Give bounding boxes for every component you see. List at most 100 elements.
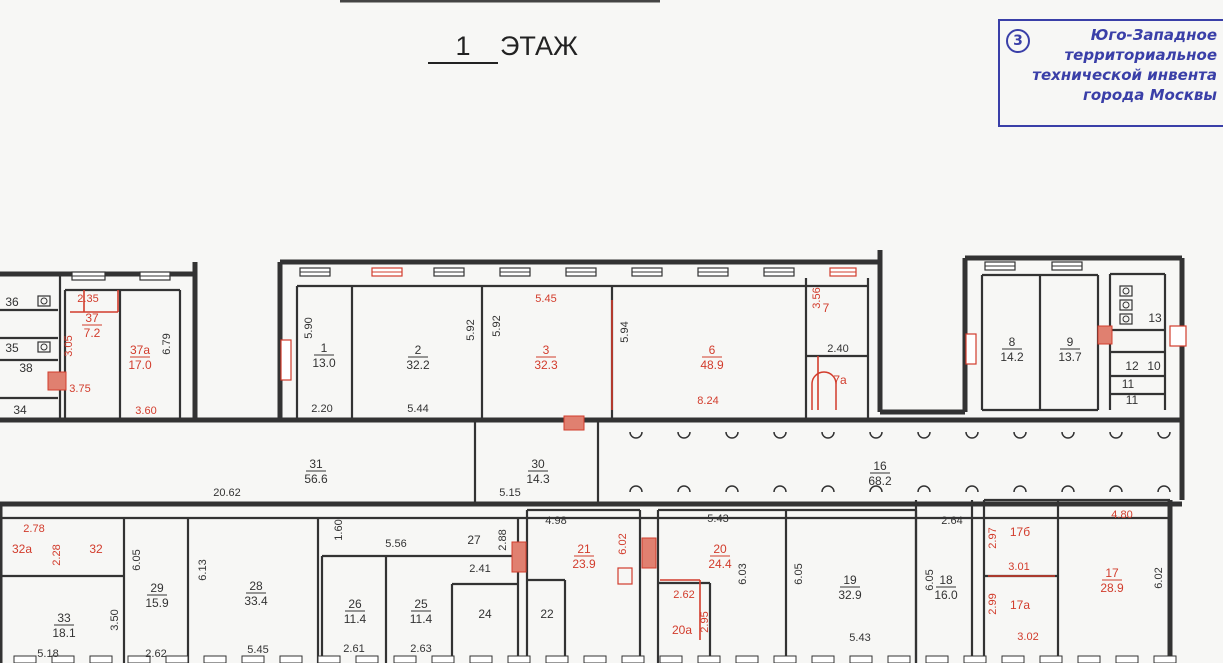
dimension-label: 5.56	[385, 538, 406, 550]
stamp-line-4: города Москвы	[1082, 86, 1217, 104]
dimension-label: 20.62	[213, 487, 241, 499]
dimension-label: 3.56	[811, 287, 823, 308]
dimension-label: 1.60	[333, 519, 345, 540]
room-number: 10	[1147, 359, 1161, 373]
bti-stamp: 3 Юго-Западное территориальное техническ…	[998, 19, 1223, 127]
radiator	[629, 485, 643, 493]
dimension-label: 2.97	[987, 527, 999, 548]
room-area: 11.4	[344, 612, 367, 626]
dimension-label: 6.13	[197, 559, 209, 580]
window	[1169, 325, 1187, 347]
room-number: 3	[543, 343, 550, 357]
room-number: 24	[478, 607, 492, 621]
dimension-label: 3.60	[135, 405, 156, 417]
dimension-label: 5.94	[619, 321, 631, 342]
toilet	[37, 341, 51, 353]
dimension-label: 4.98	[545, 515, 566, 527]
dimension-label: 3.05	[63, 335, 75, 356]
bathtub	[811, 371, 837, 410]
dimension-label: 5.92	[465, 319, 477, 340]
window	[659, 655, 683, 663]
room-number: 29	[150, 581, 164, 595]
window	[621, 655, 645, 663]
room-number: 20a	[672, 623, 692, 637]
sink	[617, 567, 633, 585]
window	[393, 655, 417, 663]
room-number: 17	[1105, 566, 1119, 580]
toilet	[1119, 285, 1133, 297]
room-number: 38	[19, 361, 33, 375]
dimension-label: 2.95	[699, 611, 711, 632]
room-number: 28	[249, 579, 263, 593]
room-area: 15.9	[145, 596, 169, 610]
window	[965, 333, 977, 365]
stamp-line-2: территориальное	[1064, 46, 1217, 64]
window	[241, 655, 265, 663]
radiator	[1157, 485, 1171, 493]
dimension-label: 2.62	[145, 648, 166, 660]
radiator	[1109, 485, 1123, 493]
column-hatch	[641, 537, 657, 569]
stamp-line-3: технической инвента	[1032, 66, 1217, 84]
radiator	[869, 431, 883, 439]
room-number: 37a	[130, 343, 150, 357]
room-labels: 36353834377.237a17.0113.0232.2332.3648.9…	[5, 295, 1162, 640]
window	[1039, 655, 1063, 663]
dimension-label: 2.62	[673, 589, 694, 601]
radiator	[965, 485, 979, 493]
radiator	[917, 431, 931, 439]
dimension-label: 5.92	[491, 315, 503, 336]
dimension-label: 2.35	[77, 293, 98, 305]
toilet-bowl	[1122, 315, 1130, 323]
room-number: 7	[823, 301, 830, 315]
room-number: 16	[873, 459, 887, 473]
dimension-label: 3.75	[69, 383, 90, 395]
room-area: 14.2	[1000, 350, 1024, 364]
window	[279, 655, 303, 663]
radiator	[821, 485, 835, 493]
room-number: 20	[713, 542, 727, 556]
window	[811, 655, 835, 663]
dimension-label: 2.61	[343, 643, 364, 655]
room-number: 19	[843, 573, 857, 587]
windows	[13, 261, 1187, 663]
dimension-label: 2.99	[987, 593, 999, 614]
dimension-label: 3.01	[1008, 561, 1029, 573]
window	[1001, 655, 1025, 663]
column-hatch	[563, 415, 585, 431]
room-number: 33	[57, 611, 71, 625]
radiator	[773, 485, 787, 493]
window	[127, 655, 151, 663]
room-number: 35	[5, 341, 19, 355]
room-number: 34	[13, 403, 27, 417]
window	[165, 655, 189, 663]
column-hatch	[511, 541, 527, 573]
dimension-label: 3.02	[1017, 631, 1038, 643]
dimension-label: 2.63	[410, 643, 431, 655]
room-number: 12	[1125, 359, 1139, 373]
room-area: 11.4	[410, 612, 433, 626]
room-area: 33.4	[244, 594, 268, 608]
window	[773, 655, 797, 663]
room-number: 13	[1148, 311, 1162, 325]
room-area: 32.2	[406, 358, 430, 372]
radiator	[1061, 485, 1075, 493]
radiator	[773, 431, 787, 439]
dimension-label: 5.44	[407, 403, 428, 415]
dimension-label: 2.28	[51, 544, 63, 565]
room-area: 7.2	[84, 326, 101, 340]
window	[203, 655, 227, 663]
stamp-line-1: Юго-Западное	[1090, 26, 1217, 44]
radiator	[1109, 431, 1123, 439]
room-number: 11	[1122, 377, 1135, 391]
radiator	[677, 431, 691, 439]
window	[13, 655, 37, 663]
dimension-label: 6.03	[737, 563, 749, 584]
column-hatch	[47, 371, 67, 391]
window	[1115, 655, 1139, 663]
room-area: 17.0	[128, 358, 152, 372]
room-number: 27	[467, 533, 481, 547]
window	[507, 655, 531, 663]
